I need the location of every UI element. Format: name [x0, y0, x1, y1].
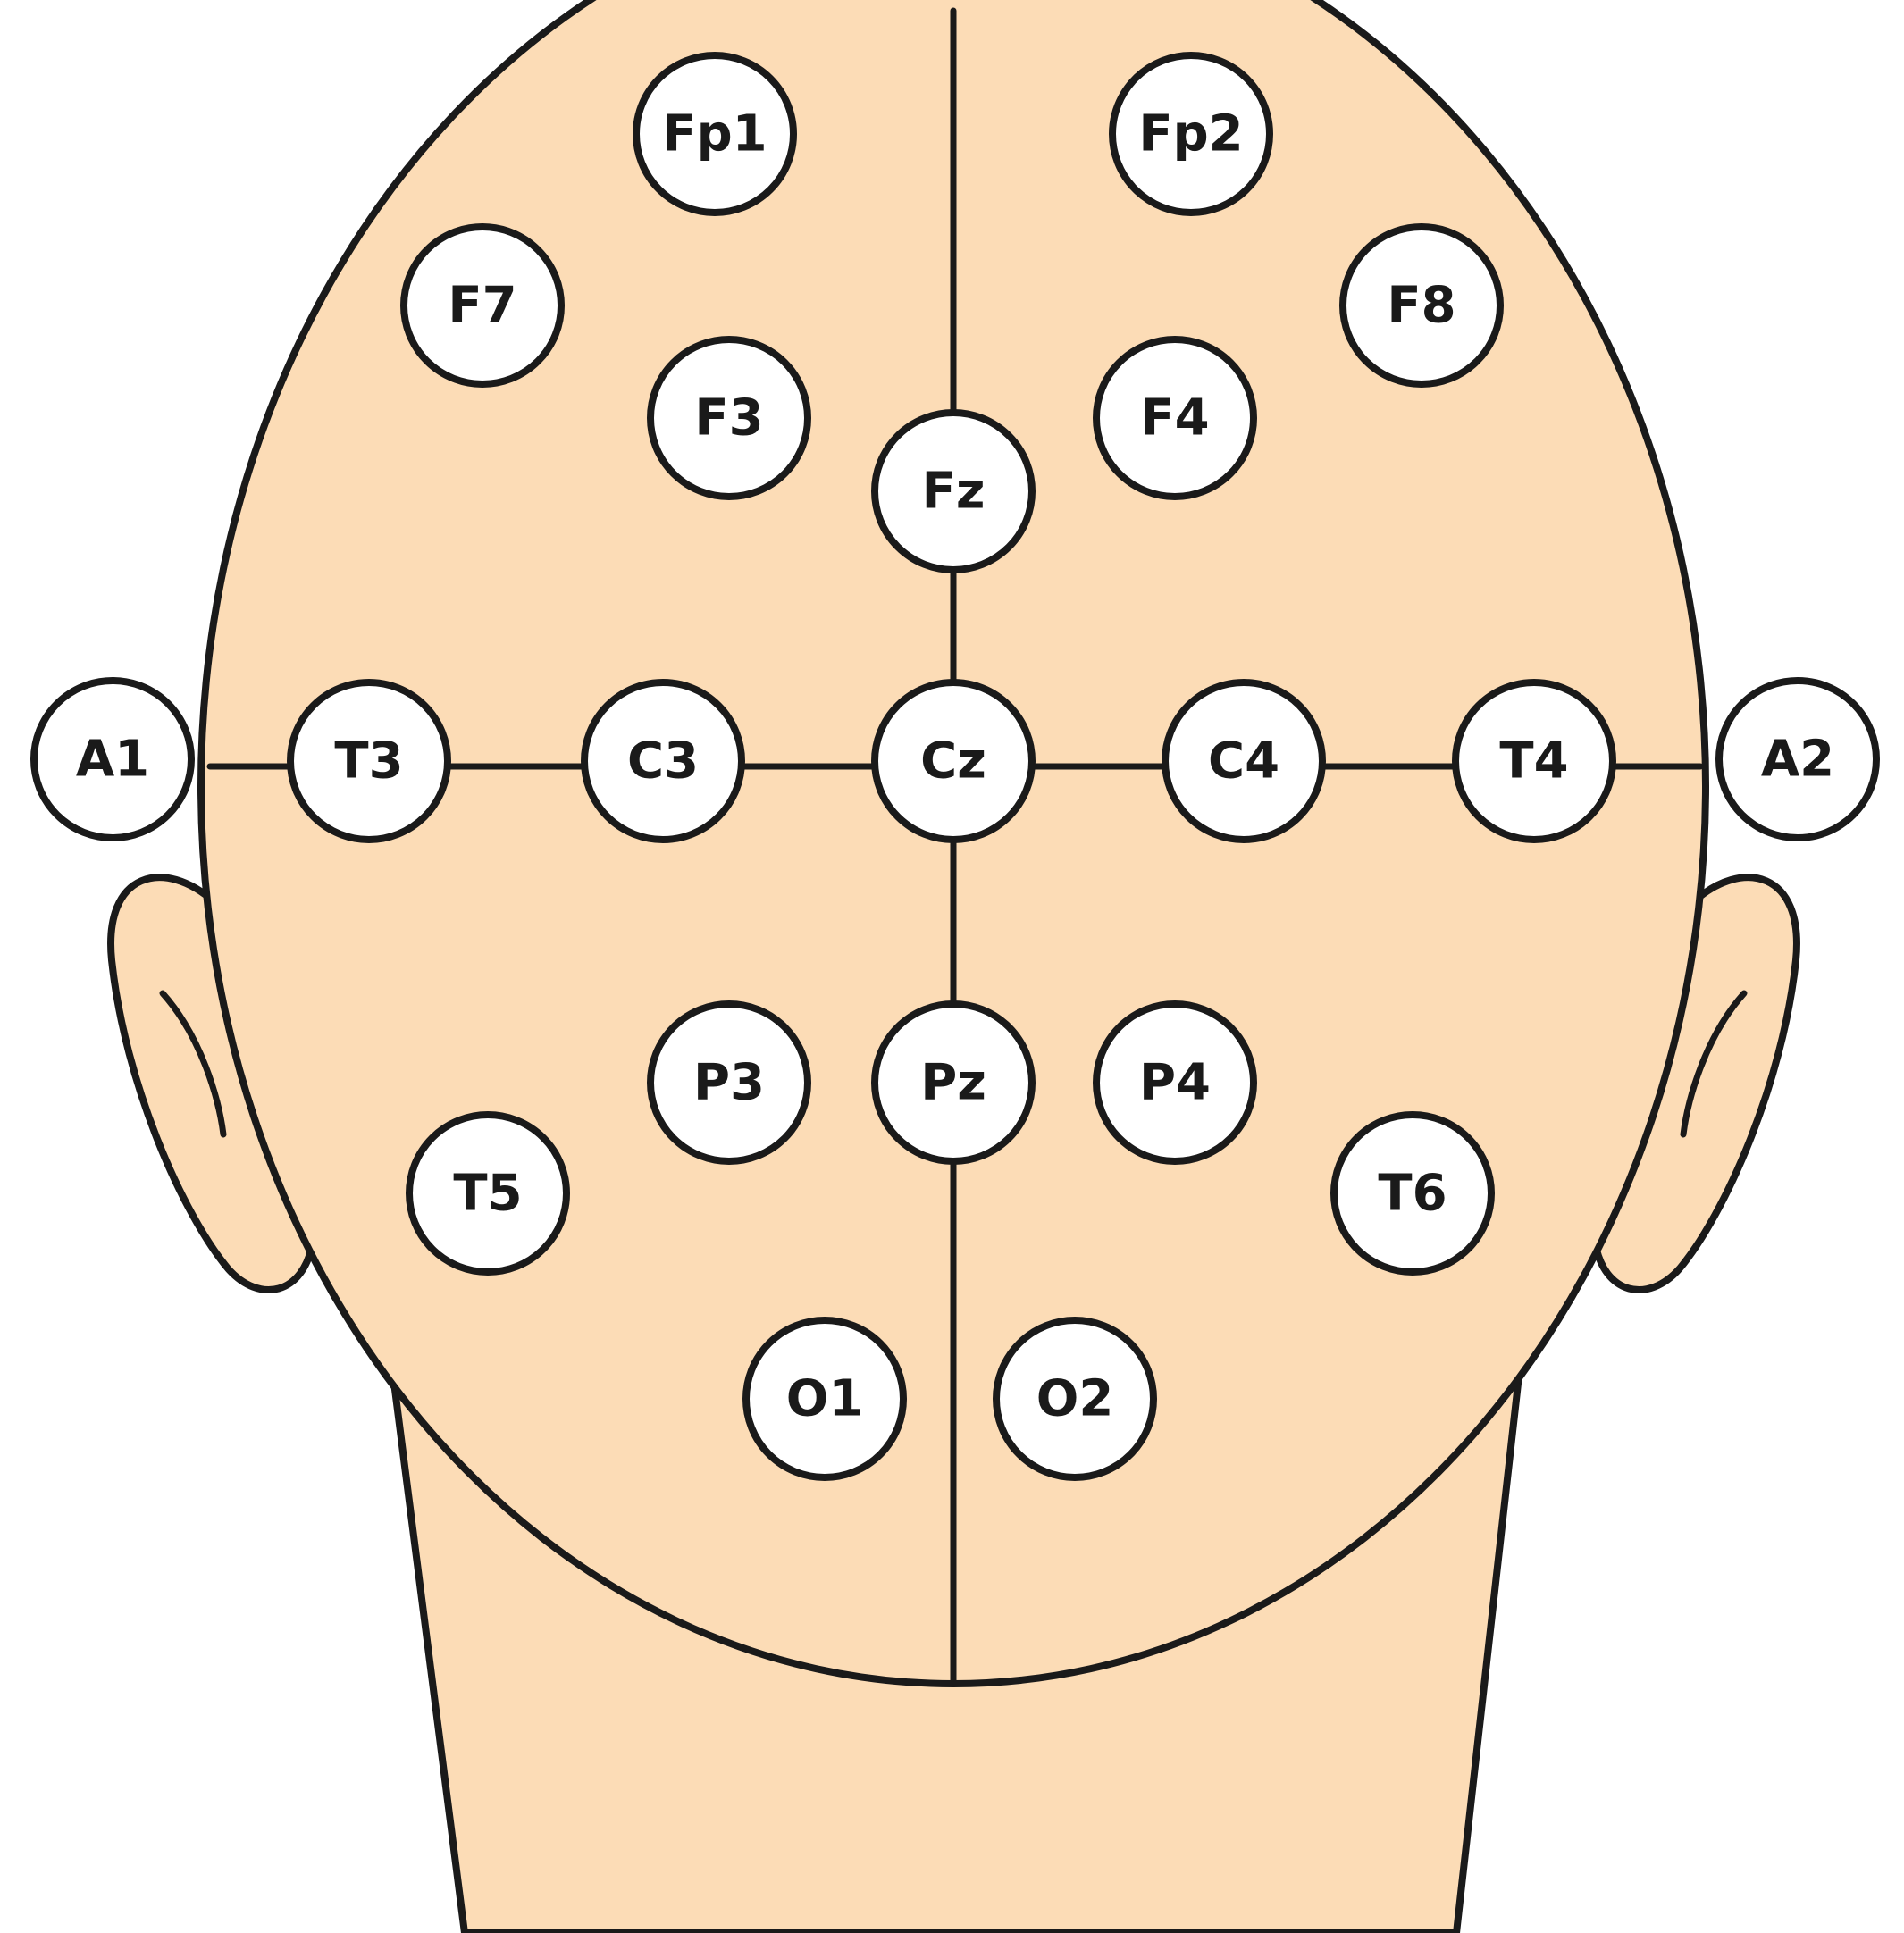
electrode-o2-label: O2	[1036, 1370, 1114, 1428]
electrode-f4-label: F4	[1140, 389, 1209, 448]
electrode-c3-circle	[581, 679, 745, 843]
electrode-t4-circle	[1452, 679, 1616, 843]
electrode-p3-label: P3	[693, 1054, 765, 1112]
electrode-f3-circle	[647, 336, 811, 500]
electrode-f4: F4	[1093, 336, 1257, 500]
electrode-pz-label: Pz	[920, 1054, 986, 1112]
electrode-t6: T6	[1330, 1111, 1495, 1276]
electrode-f3: F3	[647, 336, 811, 500]
electrode-o1-circle	[742, 1317, 907, 1481]
electrode-fp2-label: Fp2	[1138, 105, 1243, 163]
electrode-fp1-label: Fp1	[662, 105, 767, 163]
electrode-fp2-circle	[1109, 52, 1273, 216]
electrode-t5-label: T5	[453, 1165, 522, 1223]
electrode-f3-label: F3	[694, 389, 763, 448]
electrode-f7: F7	[400, 223, 565, 388]
electrode-t5: T5	[406, 1111, 570, 1276]
electrode-t5-circle	[406, 1111, 570, 1276]
electrode-o1-label: O1	[786, 1370, 864, 1428]
electrode-o2: O2	[993, 1317, 1157, 1481]
electrode-f8: F8	[1339, 223, 1504, 388]
electrode-t4-label: T4	[1499, 732, 1568, 791]
right-ear	[1591, 874, 1800, 1293]
electrode-f7-label: F7	[448, 277, 516, 335]
electrode-a2-circle	[1715, 677, 1880, 841]
electrode-fp1: Fp1	[633, 52, 797, 216]
electrode-t4: T4	[1452, 679, 1616, 843]
electrode-c4: C4	[1162, 679, 1326, 843]
electrode-fz-circle	[871, 409, 1036, 573]
electrode-t6-circle	[1330, 1111, 1495, 1276]
electrode-p4: P4	[1093, 1000, 1257, 1165]
electrode-t6-label: T6	[1378, 1165, 1447, 1223]
electrode-pz-circle	[871, 1000, 1036, 1165]
electrode-fp1-circle	[633, 52, 797, 216]
electrode-cz: Cz	[871, 679, 1036, 843]
electrode-c3-label: C3	[627, 732, 699, 791]
electrode-pz: Pz	[871, 1000, 1036, 1165]
electrode-cz-circle	[871, 679, 1036, 843]
electrode-c3: C3	[581, 679, 745, 843]
electrode-c4-label: C4	[1208, 732, 1279, 791]
electrode-t3-circle	[287, 679, 451, 843]
electrode-f8-circle	[1339, 223, 1504, 388]
left-ear	[107, 874, 316, 1293]
electrode-t3-label: T3	[334, 732, 403, 791]
electrode-fz: Fz	[871, 409, 1036, 573]
electrode-a2-label: A2	[1761, 731, 1834, 789]
electrode-p4-label: P4	[1139, 1054, 1211, 1112]
electrode-a2: A2	[1715, 677, 1880, 841]
electrode-c4-circle	[1162, 679, 1326, 843]
electrode-o1: O1	[742, 1317, 907, 1481]
electrode-t3: T3	[287, 679, 451, 843]
electrode-a1-label: A1	[76, 731, 149, 789]
electrode-p3: P3	[647, 1000, 811, 1165]
electrode-p3-circle	[647, 1000, 811, 1165]
electrode-a1: A1	[30, 677, 195, 841]
electrode-p4-circle	[1093, 1000, 1257, 1165]
electrode-o2-circle	[993, 1317, 1157, 1481]
electrode-fz-label: Fz	[922, 463, 986, 521]
electrode-fp2: Fp2	[1109, 52, 1273, 216]
electrode-a1-circle	[30, 677, 195, 841]
electrode-f7-circle	[400, 223, 565, 388]
electrode-cz-label: Cz	[920, 732, 986, 791]
electrode-f4-circle	[1093, 336, 1257, 500]
electrode-f8-label: F8	[1387, 277, 1455, 335]
